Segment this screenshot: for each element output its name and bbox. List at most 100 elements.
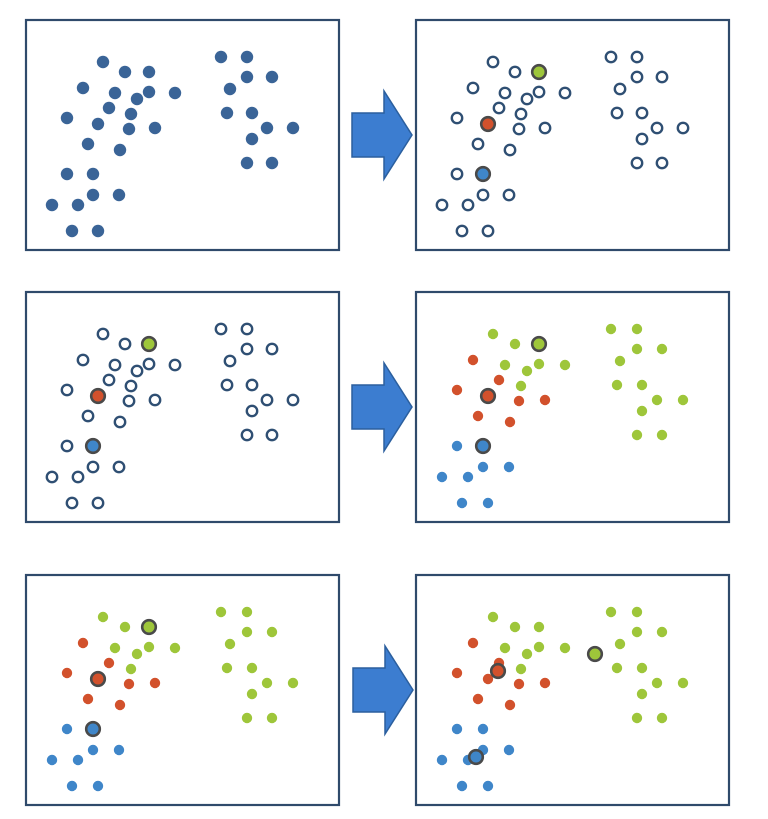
data-point-unassigned (450, 111, 464, 125)
data-point-unassigned (532, 85, 546, 99)
data-point-green (509, 621, 521, 633)
data-point-blue (436, 754, 448, 766)
data-point-unassigned (471, 137, 485, 151)
data-point-unassigned (520, 92, 534, 106)
data-point-unassigned (96, 327, 110, 341)
data-point-unassigned (108, 358, 122, 372)
data-point-unassigned (240, 428, 254, 442)
data-point (265, 70, 279, 84)
centroid-green (140, 335, 158, 353)
data-point (245, 132, 259, 146)
centroid-blue (84, 720, 102, 738)
data-point-blue (113, 744, 125, 756)
data-point-green (559, 359, 571, 371)
data-point (81, 137, 95, 151)
data-point-green (631, 712, 643, 724)
data-point-green (631, 343, 643, 355)
data-point-unassigned (630, 156, 644, 170)
data-point-green (499, 359, 511, 371)
data-point-unassigned (223, 354, 237, 368)
data-point-green (521, 648, 533, 660)
data-point-blue (92, 780, 104, 792)
data-point-green (533, 358, 545, 370)
data-point-green (636, 405, 648, 417)
data-point-unassigned (610, 106, 624, 120)
data-point-unassigned (130, 364, 144, 378)
data-point-red (451, 384, 463, 396)
data-point-red (504, 416, 516, 428)
data-point-unassigned (60, 383, 74, 397)
centroid-green (530, 335, 548, 353)
data-point-green (515, 380, 527, 392)
data-point-red (77, 637, 89, 649)
data-point-green (677, 394, 689, 406)
data-point-blue (503, 461, 515, 473)
data-point (45, 198, 59, 212)
data-point (91, 224, 105, 238)
data-point (286, 121, 300, 135)
data-point (214, 50, 228, 64)
data-point-blue (61, 723, 73, 735)
data-point-green (487, 611, 499, 623)
panel-frame (414, 290, 731, 524)
centroid-red (89, 670, 107, 688)
data-point-green (677, 677, 689, 689)
data-point-unassigned (71, 470, 85, 484)
data-point-unassigned (260, 393, 274, 407)
data-point-blue (46, 754, 58, 766)
data-point-red (123, 678, 135, 690)
data-point-unassigned (630, 50, 644, 64)
data-point-red (504, 699, 516, 711)
data-point (142, 65, 156, 79)
centroid-red (489, 662, 507, 680)
data-point (240, 70, 254, 84)
centroid-blue (474, 165, 492, 183)
step-2-arrow (351, 360, 413, 454)
panel-6-updated-centroids (414, 573, 731, 807)
data-point (60, 167, 74, 181)
data-point-blue (456, 780, 468, 792)
panel-frame (414, 573, 731, 807)
data-point (102, 101, 116, 115)
data-point-green (631, 323, 643, 335)
data-point-green (533, 621, 545, 633)
arrows-layer (351, 88, 414, 737)
data-point-green (614, 355, 626, 367)
data-point-red (451, 667, 463, 679)
data-point (240, 156, 254, 170)
data-point-red (472, 410, 484, 422)
data-point-unassigned (214, 322, 228, 336)
data-point-unassigned (102, 373, 116, 387)
data-point-green (656, 429, 668, 441)
data-point-blue (477, 461, 489, 473)
centroid-green (530, 63, 548, 81)
centroid-blue (474, 437, 492, 455)
centroid-red (89, 387, 107, 405)
centroid-red (479, 387, 497, 405)
data-point-red (149, 677, 161, 689)
data-point-green (559, 642, 571, 654)
data-point-blue (72, 754, 84, 766)
data-point-green (636, 379, 648, 391)
data-point-unassigned (60, 439, 74, 453)
data-point-blue (66, 780, 78, 792)
data-point-unassigned (604, 50, 618, 64)
data-point (245, 106, 259, 120)
data-point-unassigned (476, 188, 490, 202)
data-point-green (97, 611, 109, 623)
data-point-red (539, 677, 551, 689)
data-point-unassigned (508, 65, 522, 79)
data-point-unassigned (245, 404, 259, 418)
data-point-red (513, 395, 525, 407)
data-point-green (169, 642, 181, 654)
panel-frame (24, 290, 341, 524)
data-point-unassigned (81, 409, 95, 423)
data-point-unassigned (450, 167, 464, 181)
data-point-unassigned (124, 379, 138, 393)
data-point (220, 106, 234, 120)
centroid-green (586, 645, 604, 663)
data-point-unassigned (265, 428, 279, 442)
data-point (112, 188, 126, 202)
data-point-green (266, 626, 278, 638)
